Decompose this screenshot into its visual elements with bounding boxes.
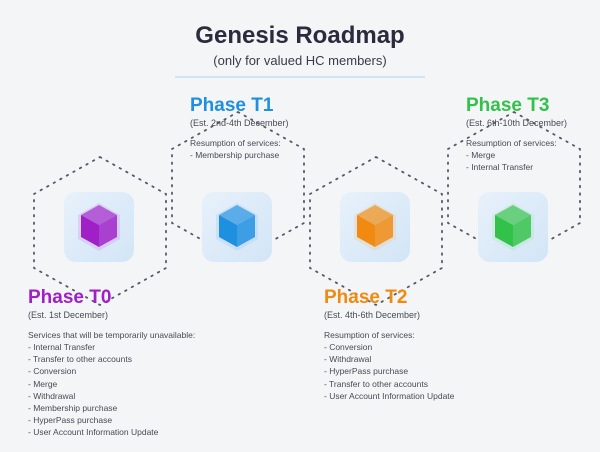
list-item: - Withdrawal xyxy=(28,390,76,401)
list-item: - Membership purchase xyxy=(190,150,280,160)
cube-right xyxy=(513,215,531,247)
cube-icon-t1 xyxy=(202,192,272,262)
phase-service-list: - Membership purchase xyxy=(190,149,289,161)
list-item: - Conversion xyxy=(28,366,77,377)
dotted-hexagon-t2 xyxy=(309,155,443,307)
list-item: - Merge xyxy=(466,150,496,160)
phase-heading: Resumption of services: xyxy=(190,138,281,148)
list-item: - Withdrawal xyxy=(324,354,372,365)
phase-block-t0: Phase T0 (Est. 1st December) Services th… xyxy=(28,288,195,439)
cube-right xyxy=(99,215,117,247)
phase-date: (Est. 2nd-4th December) xyxy=(190,118,289,128)
list-item: - HyperPass purchase xyxy=(28,415,113,426)
list-item: - Internal Transfer xyxy=(466,162,534,173)
phase-title: Phase T2 xyxy=(324,287,408,308)
phase-date: (Est. 6th-10th December) xyxy=(466,118,568,128)
list-item: - Membership purchase xyxy=(28,403,118,414)
list-item: - Internal Transfer xyxy=(28,342,96,352)
page-title: Genesis Roadmap xyxy=(195,22,405,49)
cube-right xyxy=(237,215,255,247)
phase-title: Phase T1 xyxy=(190,95,274,116)
phase-block-t1: Phase T1 (Est. 2nd-4th December) Resumpt… xyxy=(190,96,289,161)
list-item: - Merge xyxy=(28,378,58,389)
phase-service-list: - Merge - Internal Transfer xyxy=(466,149,567,173)
cube-left xyxy=(495,215,513,247)
cube-left xyxy=(81,215,99,247)
phase-heading: Resumption of services: xyxy=(324,330,415,340)
dotted-hexagon-t0 xyxy=(33,155,167,307)
cube-icon-t2 xyxy=(340,192,410,262)
list-item: - HyperPass purchase xyxy=(324,366,409,377)
phase-date: (Est. 4th-6th December) xyxy=(324,310,421,320)
list-item: - User Account Information Update xyxy=(324,390,455,401)
phase-heading: Services that will be temporarily unavai… xyxy=(28,330,196,340)
page-subtitle: (only for valued HC members) xyxy=(213,53,387,68)
phase-block-t3: Phase T3 (Est. 6th-10th December) Resump… xyxy=(466,96,567,173)
list-item: - User Account Information Update xyxy=(28,427,159,438)
cube-icon-t3 xyxy=(478,192,548,262)
cube-left xyxy=(219,215,237,247)
list-item: - Transfer to other accounts xyxy=(28,354,132,365)
title-underline xyxy=(175,76,425,78)
phase-service-list: - Conversion - Withdrawal - HyperPass pu… xyxy=(324,341,454,402)
phase-title: Phase T0 xyxy=(28,287,112,308)
phase-title: Phase T3 xyxy=(466,95,550,116)
phase-date: (Est. 1st December) xyxy=(28,310,109,320)
cube-icon-t0 xyxy=(64,192,134,262)
phase-heading: Resumption of services: xyxy=(466,138,557,148)
cube-left xyxy=(357,215,375,247)
list-item: - Transfer to other accounts xyxy=(324,378,428,389)
list-item: - Conversion xyxy=(324,342,373,352)
phase-block-t2: Phase T2 (Est. 4th-6th December) Resumpt… xyxy=(324,288,454,402)
cube-right xyxy=(375,215,393,247)
phase-service-list: - Internal Transfer - Transfer to other … xyxy=(28,341,195,439)
